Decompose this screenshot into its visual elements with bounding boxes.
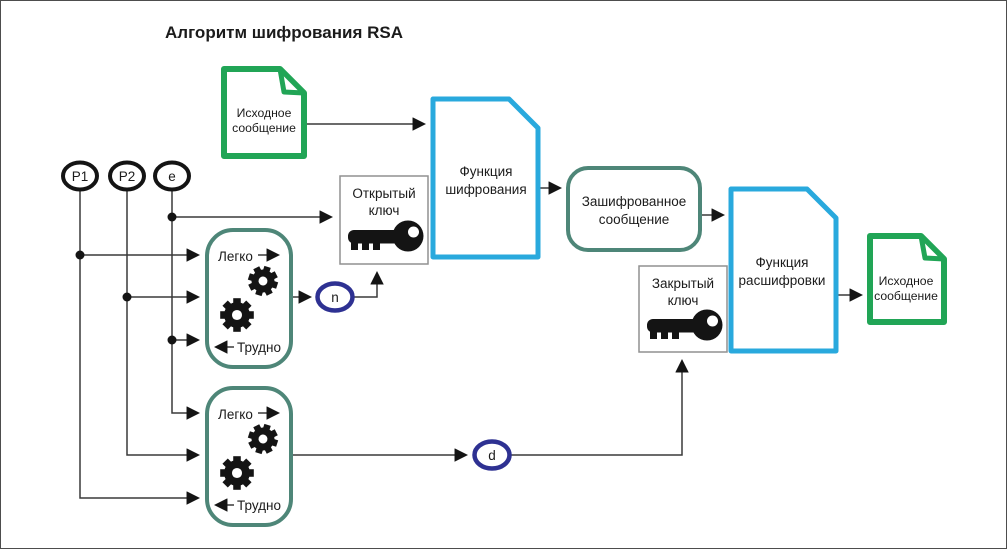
p1-ellipse xyxy=(61,160,99,192)
encryption-function-node: Функция шифрования xyxy=(430,96,541,260)
function-card-shape xyxy=(430,96,541,260)
decryption-function-label-1: Функция xyxy=(756,255,809,270)
encrypted-message-node: Зашифрованное сообщение xyxy=(566,166,702,252)
n-label: n xyxy=(331,290,339,305)
gear-icon xyxy=(220,456,254,490)
easy-label: Легко xyxy=(218,249,253,264)
rounded-box-shape xyxy=(566,166,702,252)
document-fold-icon xyxy=(918,233,947,262)
private-key-label-2: ключ xyxy=(668,293,699,308)
encrypted-message-label-2: сообщение xyxy=(599,212,670,227)
edge-p1-to-gearbox2 xyxy=(79,190,201,505)
connector-edges xyxy=(75,117,864,505)
decrypted-message-label-1: Исходное xyxy=(879,274,934,288)
e-ellipse xyxy=(153,160,191,192)
edge-d-to-private-key xyxy=(510,358,689,456)
encryption-function-label-2: шифрования xyxy=(445,182,526,197)
p2-label: P2 xyxy=(119,169,136,184)
source-message-node: Исходное сообщение xyxy=(221,66,307,159)
input-variables: P1 P2 e xyxy=(61,160,191,192)
junction-dot xyxy=(75,250,85,260)
diagram-title: Алгоритм шифрования RSA xyxy=(165,23,403,42)
private-key-label-1: Закрытый xyxy=(652,276,714,291)
encrypted-message-label-1: Зашифрованное xyxy=(582,194,687,209)
source-message-label-2: сообщение xyxy=(232,121,296,135)
public-key-label-1: Открытый xyxy=(352,186,415,201)
document-fold-icon xyxy=(277,66,307,96)
gearbox-shape xyxy=(205,228,293,369)
edge-n-to-public-key xyxy=(353,270,384,298)
function-card-shape xyxy=(728,186,839,354)
d-label: d xyxy=(488,448,496,463)
p1-label: P1 xyxy=(72,169,89,184)
public-key-node: Открытый ключ xyxy=(339,175,429,265)
source-message-label-1: Исходное xyxy=(237,106,292,120)
hard-label: Трудно xyxy=(237,498,281,513)
encryption-function-label-1: Функция xyxy=(460,164,513,179)
decryption-function-node: Функция расшифровки xyxy=(728,186,839,354)
gearbox-shape xyxy=(205,386,293,527)
hard-label: Трудно xyxy=(237,340,281,355)
factorization-gearbox-1: Легко Трудно xyxy=(205,228,293,369)
edge-p2-to-gearbox2 xyxy=(126,190,201,462)
junction-dot xyxy=(167,335,177,345)
gear-icon xyxy=(220,298,254,332)
p2-ellipse xyxy=(108,160,146,192)
d-ellipse xyxy=(472,439,512,471)
public-key-label-2: ключ xyxy=(369,203,400,218)
e-label: e xyxy=(168,169,176,184)
decrypted-message-node: Исходное сообщение xyxy=(867,233,947,325)
factorization-gearbox-2: Легко Трудно xyxy=(205,386,293,527)
edge-e-to-gearbox2 xyxy=(171,190,201,420)
junction-dot xyxy=(122,292,132,302)
decrypted-message-label-2: сообщение xyxy=(874,289,938,303)
decryption-function-label-2: расшифровки xyxy=(739,273,826,288)
n-ellipse xyxy=(315,281,355,313)
private-key-node: Закрытый ключ xyxy=(638,265,728,353)
junction-dot xyxy=(167,212,177,222)
easy-label: Легко xyxy=(218,407,253,422)
derived-variables: n d xyxy=(315,281,512,471)
